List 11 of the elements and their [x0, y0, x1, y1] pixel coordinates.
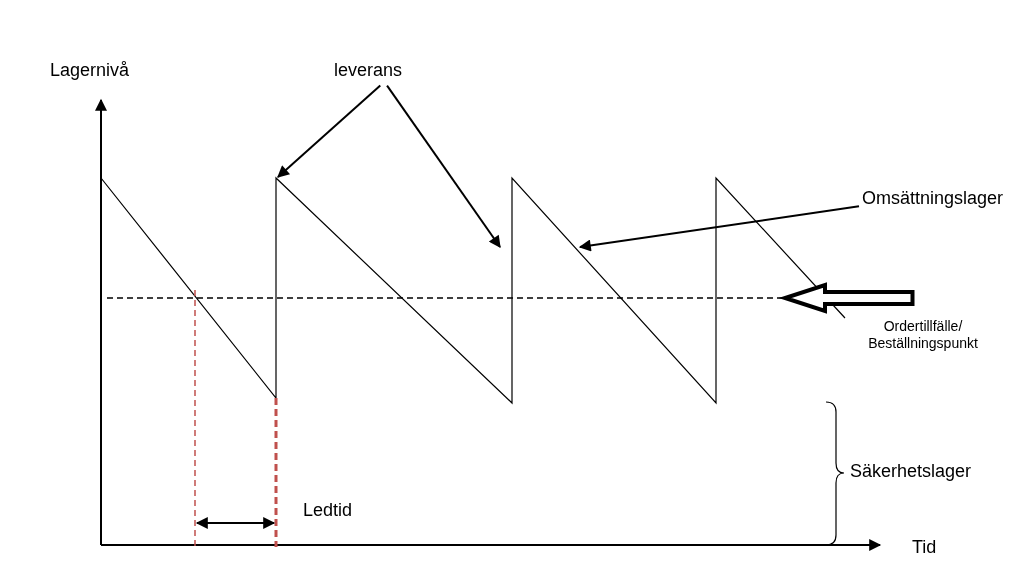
- callout-text: leverans: [334, 60, 403, 82]
- dimension-label: Ledtid: [303, 500, 353, 522]
- callout-text: Omsättningslager: [862, 188, 1004, 210]
- leader-arrow: [386, 84, 501, 248]
- block-arrow: [778, 282, 915, 314]
- axis-label: Tid: [912, 537, 937, 559]
- axis-label: Lagernivå: [50, 60, 130, 82]
- brace-label: Säkerhetslager: [850, 461, 972, 483]
- callout-text: Ordertillfälle/ Beställningspunkt: [848, 318, 998, 352]
- leader-arrow: [578, 205, 860, 252]
- leader-arrow: [277, 84, 382, 178]
